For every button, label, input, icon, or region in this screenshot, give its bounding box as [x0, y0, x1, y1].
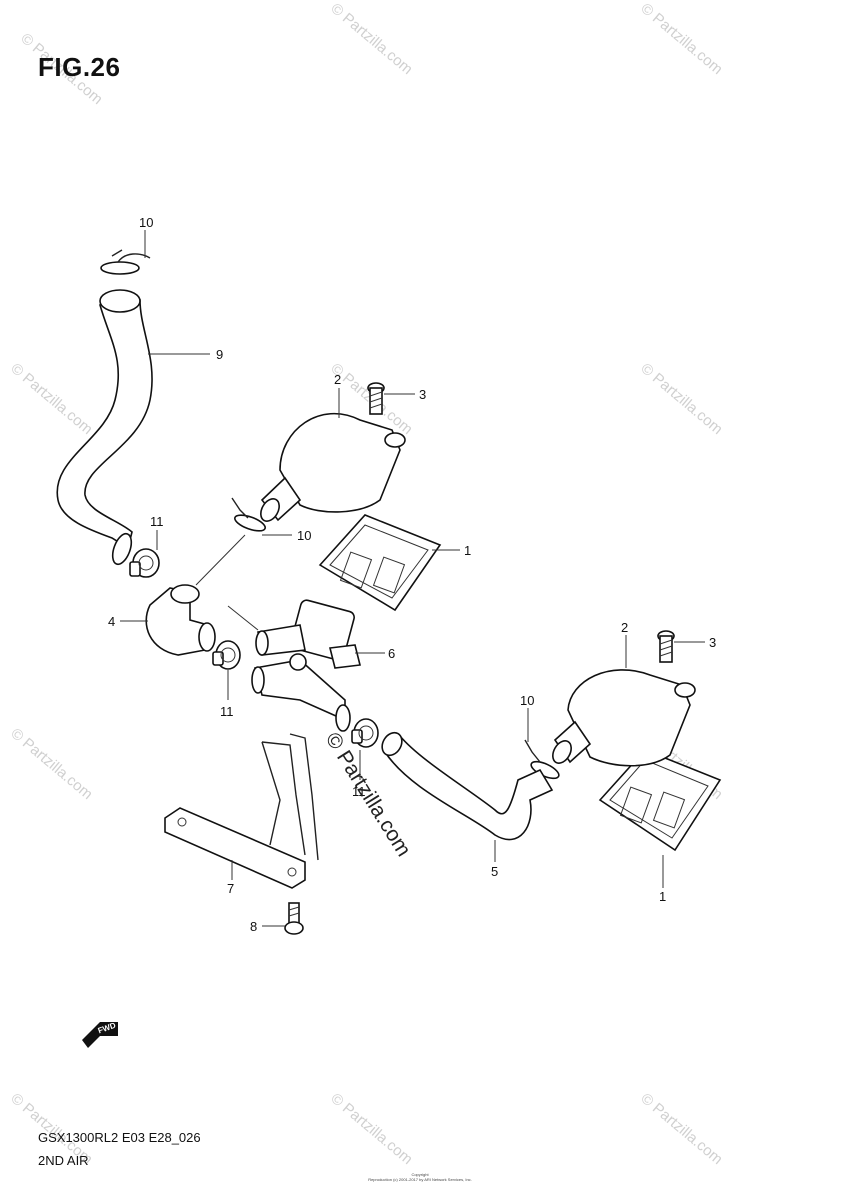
hose-5 — [381, 731, 554, 841]
watermark: © Partzilla.com — [327, 0, 415, 78]
callout-5[interactable]: 5 — [491, 864, 498, 879]
copyright-notice: Copyright Reproduction (c) 2001-2017 by … — [340, 1172, 500, 1182]
watermark: © Partzilla.com — [637, 1090, 725, 1168]
elbow-4 — [145, 584, 216, 656]
fwd-arrow-icon: FWD — [82, 1021, 118, 1048]
callout-11[interactable]: 11 — [352, 784, 366, 799]
bolt-8 — [284, 902, 304, 935]
clamp-11-c — [351, 718, 379, 748]
reed-plate-1-top — [318, 514, 442, 612]
callout-10[interactable]: 10 — [297, 528, 311, 543]
callout-2[interactable]: 2 — [621, 620, 628, 635]
callout-2[interactable]: 2 — [334, 372, 341, 387]
reed-cover-2-right — [552, 669, 696, 767]
clamp-10-top — [100, 249, 151, 275]
callout-3[interactable]: 3 — [419, 387, 426, 402]
figure-title: FIG.26 — [38, 52, 121, 82]
callout-6[interactable]: 6 — [388, 646, 395, 661]
callout-4[interactable]: 4 — [108, 614, 115, 629]
callout-10[interactable]: 10 — [139, 215, 153, 230]
clamp-10-middle — [231, 497, 266, 532]
hose-9 — [56, 289, 153, 566]
callout-1[interactable]: 1 — [464, 543, 471, 558]
reed-cover-2-top — [260, 412, 406, 522]
callout-7[interactable]: 7 — [227, 881, 234, 896]
leader-lines — [120, 230, 705, 927]
watermark: © Partzilla.com — [327, 1090, 415, 1168]
callout-numbers: 10 9 2 3 11 10 1 4 6 11 2 3 10 11 7 5 1 … — [108, 215, 716, 934]
callout-11[interactable]: 11 — [150, 514, 164, 529]
callout-9[interactable]: 9 — [216, 347, 223, 362]
copyright-line: Reproduction (c) 2001-2017 by ARI Networ… — [368, 1177, 472, 1182]
clamp-11-b — [212, 640, 241, 670]
callout-10[interactable]: 10 — [520, 693, 534, 708]
callout-8[interactable]: 8 — [250, 919, 257, 934]
bolt-3-right — [657, 630, 675, 663]
bracket-7 — [164, 733, 319, 889]
watermark: © Partzilla.com — [7, 360, 95, 438]
watermark: © Partzilla.com — [637, 360, 725, 438]
watermark: © Partzilla.com — [7, 725, 95, 803]
copyright-line: Copyright — [411, 1172, 429, 1177]
watermark: © Partzilla.com — [637, 0, 725, 78]
air-valve-6 — [251, 599, 361, 732]
callout-3[interactable]: 3 — [709, 635, 716, 650]
callout-11[interactable]: 11 — [220, 704, 234, 719]
clamp-11-a — [129, 548, 160, 578]
model-code: GSX1300RL2 E03 E28_026 — [38, 1130, 201, 1145]
bolt-3-top — [367, 382, 385, 415]
section-name: 2ND AIR — [38, 1153, 89, 1168]
reed-plate-1-right — [598, 749, 722, 852]
callout-1[interactable]: 1 — [659, 889, 666, 904]
